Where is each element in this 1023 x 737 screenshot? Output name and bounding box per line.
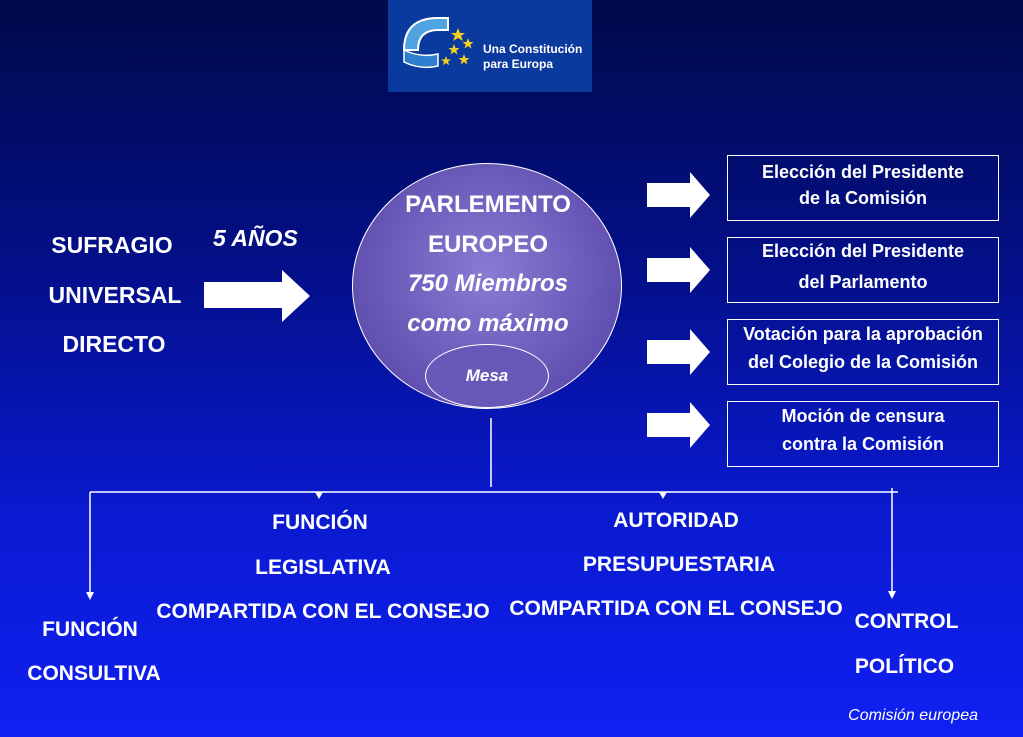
arrow-to-box-3: [647, 329, 710, 375]
box-eleccion-presidente-parlamento: Elección del Presidente del Parlamento: [727, 237, 999, 303]
consultiva-line2: CONSULTIVA: [27, 662, 161, 685]
box-3-line1: Votación para la aprobación: [743, 324, 983, 344]
logo-text-line1: Una Constitución: [483, 42, 583, 56]
box-4-line2: contra la Comisión: [781, 434, 945, 454]
presupuestaria-line3: COMPARTIDA CON EL CONSEJO: [509, 597, 843, 620]
logo-text-line2: para Europa: [483, 57, 554, 71]
arrowhead-presupuestaria: [659, 492, 667, 499]
box-2-line1: Elección del Presidente: [761, 241, 965, 261]
arrowhead-control: [888, 591, 896, 599]
box-2-line2: del Parlamento: [798, 272, 928, 292]
parliament-line1: PARLEMENTO: [405, 191, 571, 218]
logo-text: Una Constitución para Europa: [483, 42, 582, 72]
box-votacion-colegio: Votación para la aprobación del Colegio …: [727, 319, 999, 385]
arrow-to-box-2: [647, 247, 710, 293]
box-1-line2: de la Comisión: [798, 188, 928, 208]
footer-credit: Comisión europea: [848, 707, 978, 724]
logo: Una Constitución para Europa: [388, 0, 592, 92]
box-3-line2: del Colegio de la Comisión: [747, 352, 979, 372]
arrow-sufragio-to-parliament: [204, 270, 310, 322]
parliament-hemicycle-stars-icon: [402, 17, 474, 69]
box-1-line1: Elección del Presidente: [761, 162, 965, 182]
box-4-line1: Moción de censura: [781, 406, 945, 426]
box-eleccion-presidente-comision: Elección del Presidente de la Comisión: [727, 155, 999, 221]
presupuestaria-line1: AUTORIDAD: [613, 509, 739, 532]
arrowhead-legislativa: [315, 492, 323, 499]
legislativa-line1: FUNCIÓN: [272, 511, 368, 534]
parliament-line2: EUROPEO: [427, 231, 549, 258]
parliament-members: 750 Miembros: [407, 270, 569, 297]
directo-label: DIRECTO: [62, 331, 166, 357]
sufragio-label: SUFRAGIO: [51, 232, 173, 258]
parliament-maximum: como máximo: [407, 310, 569, 337]
legislativa-line3: COMPARTIDA CON EL CONSEJO: [156, 600, 490, 623]
legislativa-line2: LEGISLATIVA: [255, 556, 391, 579]
term-label: 5 AÑOS: [213, 225, 298, 251]
control-line1: CONTROL: [854, 610, 959, 633]
control-line2: POLÍTICO: [854, 655, 955, 678]
box-mocion-censura: Moción de censura contra la Comisión: [727, 401, 999, 467]
mesa-ellipse: Mesa: [425, 344, 549, 408]
arrowhead-consultiva: [86, 592, 94, 600]
presupuestaria-line2: PRESUPUESTARIA: [582, 553, 776, 576]
universal-label: UNIVERSAL: [48, 282, 182, 308]
arrow-to-box-1: [647, 172, 710, 218]
consultiva-line1: FUNCIÓN: [42, 618, 138, 641]
arrow-to-box-4: [647, 402, 710, 448]
mesa-label: Mesa: [465, 366, 509, 385]
